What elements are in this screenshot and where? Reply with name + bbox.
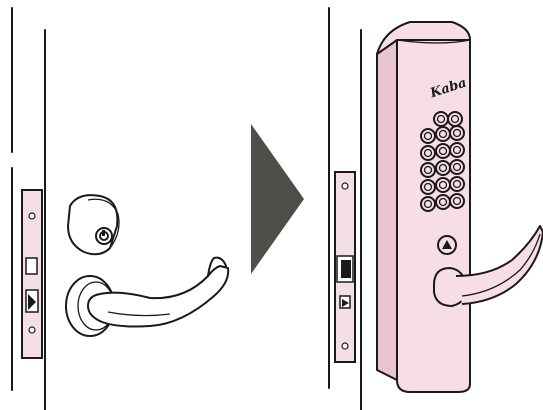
keypad-side [377, 40, 397, 380]
strike-plate-right [335, 172, 355, 362]
key-button [448, 112, 462, 126]
strike-plate [22, 190, 42, 358]
key-button [421, 129, 435, 143]
key-button [436, 178, 450, 192]
key-button [450, 143, 464, 157]
right-arrow-icon [251, 124, 304, 274]
key-cylinder-icon [438, 236, 456, 254]
key-button [421, 180, 435, 194]
before-door-panel [12, 8, 228, 410]
key-button [450, 126, 464, 140]
latch-slot-icon [26, 258, 37, 274]
key-button [450, 160, 464, 174]
key-button [436, 144, 450, 158]
key-button [421, 163, 435, 177]
key-button [450, 194, 464, 208]
screw-top-icon [29, 213, 35, 219]
screw-bottom-icon [29, 327, 35, 333]
key-button [436, 161, 450, 175]
key-button [434, 112, 448, 126]
key-button [421, 146, 435, 160]
deadbolt-cylinder-icon [68, 195, 119, 254]
key-button [436, 195, 450, 209]
lever-handle-icon [66, 258, 228, 336]
after-door-panel: Kaba [329, 8, 543, 410]
key-button [436, 127, 450, 141]
keypad-lock-icon: Kaba [377, 22, 543, 392]
key-button [450, 177, 464, 191]
screw-bottom-right-icon [342, 343, 348, 349]
key-button [421, 197, 435, 211]
screw-top-right-icon [342, 183, 348, 189]
